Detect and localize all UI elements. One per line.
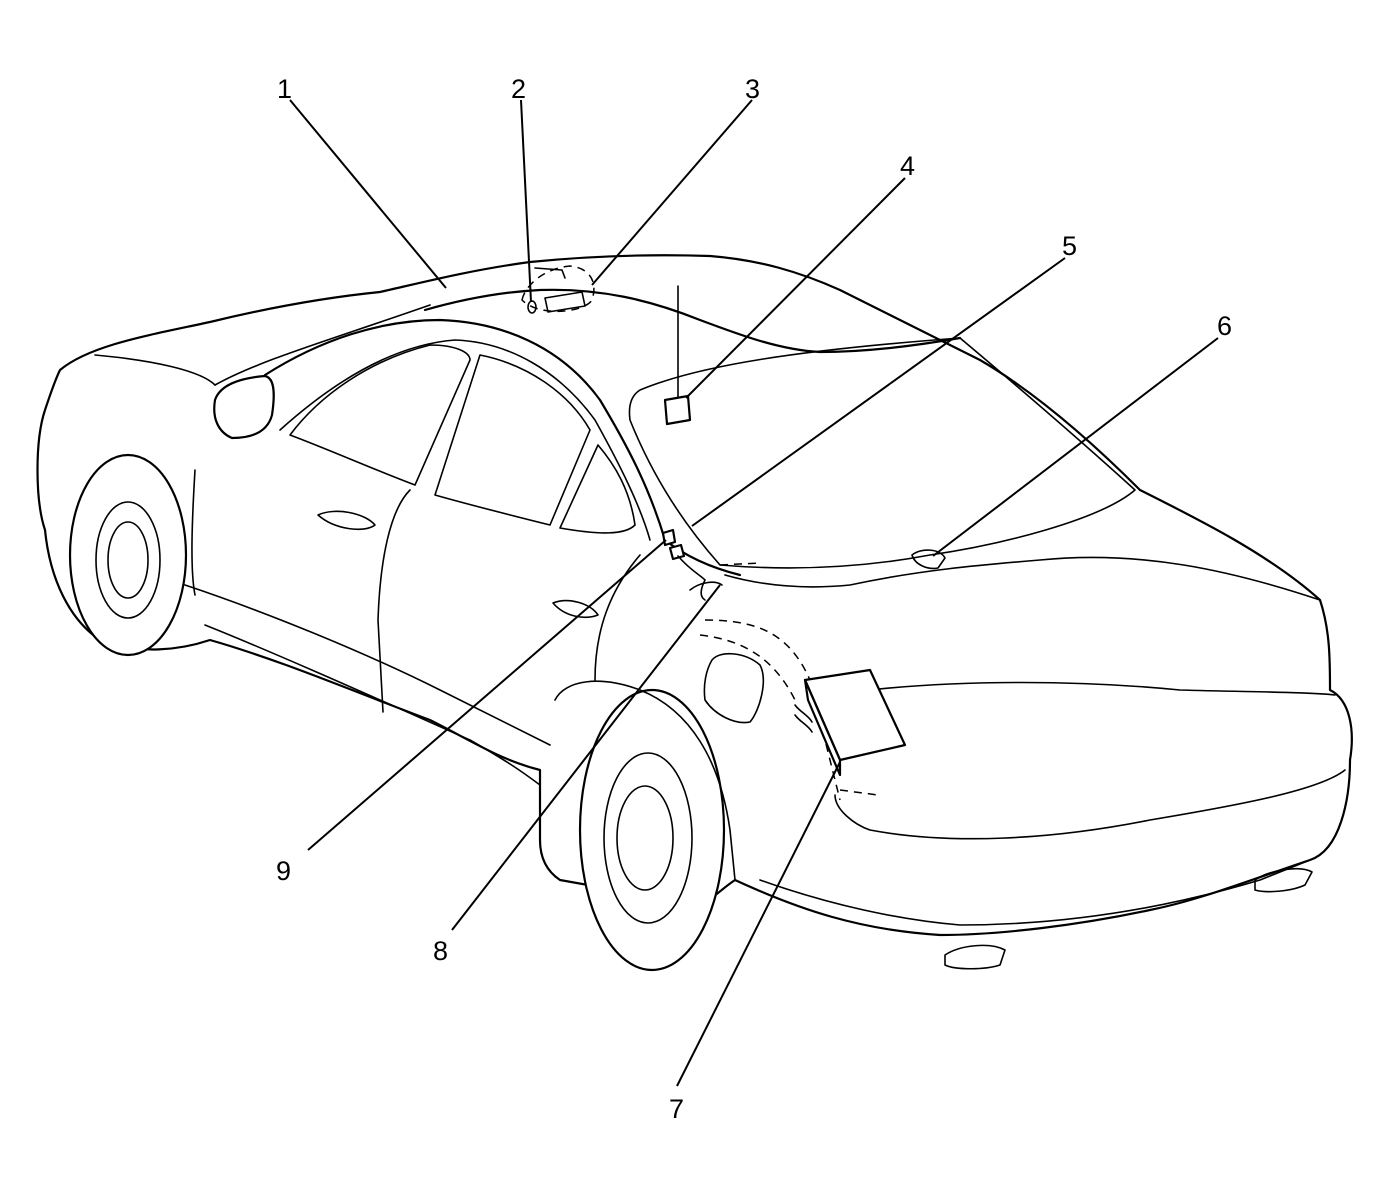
roof-outline — [423, 288, 962, 354]
front-rim — [95, 501, 161, 619]
callout-7: 7 — [669, 1094, 684, 1124]
callout-1: 1 — [277, 74, 292, 104]
callout-2: 2 — [511, 74, 526, 104]
rear-bumper — [834, 769, 1346, 840]
rear-window-amp — [663, 394, 692, 426]
roof-connector — [534, 267, 566, 279]
decklid-edge — [724, 556, 1321, 601]
callout-labels: 1 2 3 4 5 6 7 8 9 — [276, 74, 1232, 1124]
hood-crease — [214, 304, 431, 386]
front-hub — [107, 521, 149, 599]
leader-1 — [289, 99, 447, 289]
leader-3 — [591, 99, 753, 286]
rear-tire — [578, 688, 726, 972]
rear-wheel-arch — [554, 680, 736, 881]
components — [521, 265, 907, 801]
rear-quarter-line — [594, 554, 641, 681]
harness-dashed-2 — [699, 634, 796, 701]
high-mount-light — [911, 549, 946, 570]
roof-module-box — [544, 291, 586, 313]
leader-lines — [289, 99, 1219, 1087]
wiring-harness — [677, 555, 706, 601]
pillar-connector-b — [668, 543, 686, 561]
rear-door-handle — [552, 599, 599, 619]
leader-2 — [520, 99, 532, 303]
roof-sensor — [527, 300, 537, 314]
pillar-connector-a — [661, 528, 677, 547]
front-tire — [68, 453, 188, 657]
side-mirror — [213, 374, 275, 440]
leader-5 — [691, 257, 1066, 527]
trunk-dashed — [719, 562, 761, 566]
leader-4 — [685, 177, 906, 399]
rear-door-window — [434, 354, 591, 526]
a-pillar-inner — [279, 339, 651, 541]
leader-9 — [307, 539, 667, 851]
rear-wheel — [554, 680, 736, 972]
trunk-lid-line — [869, 681, 1336, 696]
door-split — [377, 489, 411, 713]
roof-module-dashed — [521, 265, 595, 312]
exhaust-tip-left — [944, 944, 1006, 970]
callout-4: 4 — [900, 151, 915, 181]
rear-rim — [603, 752, 693, 924]
front-wheel — [68, 453, 188, 657]
rear-window-outline — [628, 337, 1136, 569]
callout-3: 3 — [745, 74, 760, 104]
harness-dashed-3 — [839, 789, 879, 796]
fuel-door — [703, 652, 765, 724]
module-connector — [794, 704, 813, 733]
body-outline — [36, 254, 1353, 937]
callout-6: 6 — [1217, 311, 1232, 341]
trunk-module-side — [803, 678, 842, 777]
callout-5: 5 — [1062, 231, 1077, 261]
leader-7 — [676, 761, 841, 1087]
leader-6 — [932, 337, 1219, 557]
rocker-panel-lower — [204, 624, 541, 786]
front-door-window — [289, 344, 471, 486]
exhaust-tip-right — [1254, 868, 1313, 893]
rocker-panel — [184, 584, 551, 746]
rear-hub — [616, 785, 674, 891]
rear-bumper-lower — [759, 859, 1311, 926]
callout-8: 8 — [433, 936, 448, 966]
leader-8 — [451, 584, 721, 931]
front-door-handle — [317, 510, 376, 531]
ground-point — [689, 581, 723, 591]
car-body — [36, 254, 1353, 970]
callout-9: 9 — [276, 856, 291, 886]
front-door-edge — [191, 469, 196, 596]
hood-line — [94, 354, 216, 386]
quarter-window — [559, 444, 636, 534]
